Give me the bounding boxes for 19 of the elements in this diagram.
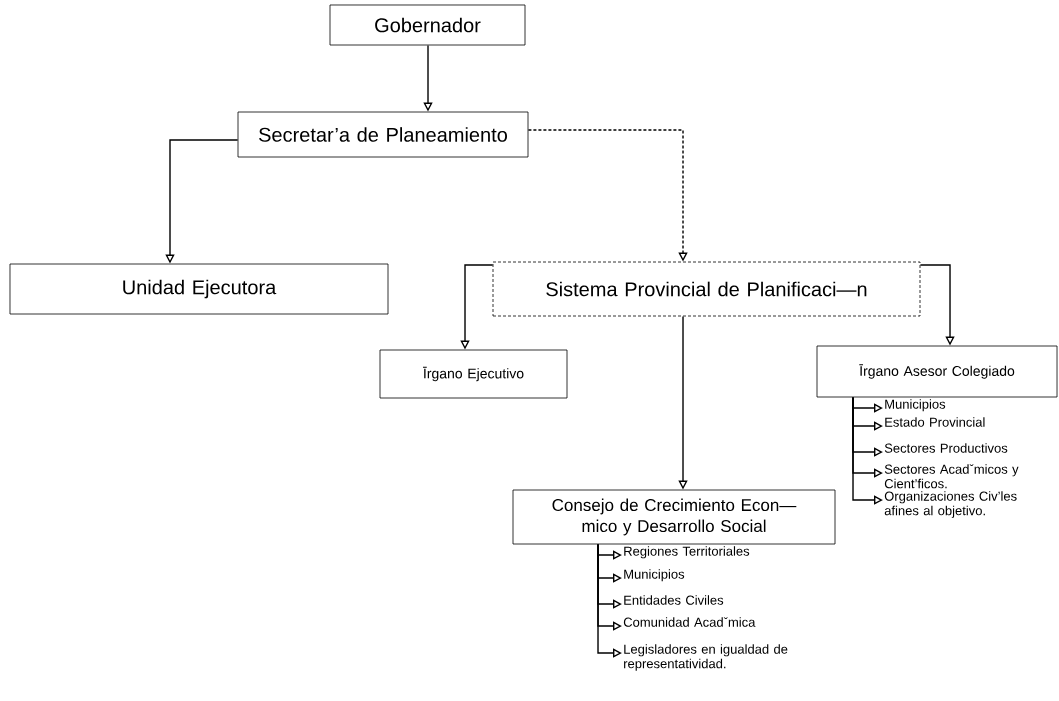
arrow — [852, 396, 883, 505]
list-item: Regiones Territoriales — [624, 546, 750, 559]
dashed-box: Sistema Provincial de Planificaci—n — [492, 261, 921, 317]
list-item: Organizaciones Civ’les afines al objetivo. — [884, 491, 1017, 518]
list-item: Entidades Civiles — [624, 595, 724, 605]
list-item: Municipios — [624, 569, 685, 582]
box: Secretar’a de Planeamiento — [237, 111, 529, 158]
box: Unidad Ejecutora — [9, 263, 389, 315]
box: Īrgano Ejecutivo — [379, 349, 568, 399]
box: Consejo de Crecimiento Econ—mico y Desarrollo Social — [512, 489, 836, 545]
list-item: Municipios — [885, 399, 946, 412]
list-item: Estado Provincial — [885, 417, 985, 427]
box: Gobernador — [329, 4, 526, 46]
list-item: Sectores Acadˇmicos y Cient’ficos. — [884, 464, 1019, 489]
box: Īrgano Asesor Colegiado — [816, 345, 1058, 398]
list-item: Sectores Productivos — [884, 443, 1008, 453]
arrow — [597, 543, 622, 658]
list-item: Legisladores en igualdad de representatividad. — [624, 644, 788, 671]
list-item: Comunidad Acadˇmica — [623, 617, 756, 627]
